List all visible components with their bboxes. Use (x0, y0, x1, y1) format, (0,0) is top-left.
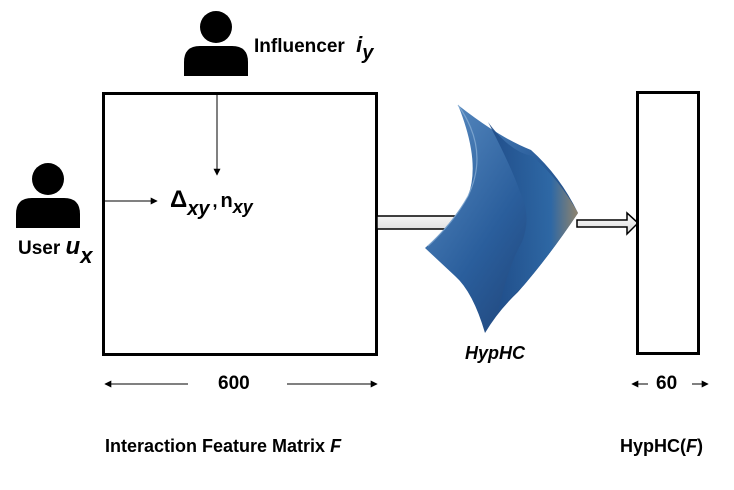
delta-subscript: xy (187, 198, 210, 220)
matrix-caption-text: Interaction Feature Matrix (105, 436, 326, 456)
user-person-icon (16, 163, 80, 228)
influencer-label: Influencer iy (254, 32, 373, 65)
matrix-width-label: 600 (218, 373, 250, 394)
output-box (636, 91, 700, 355)
output-caption: HypHC(F) (620, 436, 703, 457)
hyphc-model-shape (425, 104, 578, 333)
delta-symbol: Δ (170, 186, 188, 213)
user-label: User ux (18, 233, 92, 269)
output-caption-prefix: HypHC( (620, 436, 686, 456)
n-subscript: xy (232, 197, 253, 217)
influencer-symbol: i (356, 32, 363, 57)
matrix-caption-symbol: F (330, 436, 342, 456)
output-width-label: 60 (656, 373, 678, 394)
influencer-subscript: y (362, 42, 374, 64)
output-caption-suffix: ) (697, 436, 703, 456)
interaction-matrix-box (102, 92, 378, 356)
entry-separator: , (212, 191, 218, 211)
user-label-text: User (18, 238, 61, 259)
model-label: HypHC (465, 343, 526, 363)
influencer-person-icon (184, 11, 248, 76)
influencer-label-text: Influencer (254, 36, 345, 57)
matrix-entry-label: Δxy,nxy (170, 186, 253, 221)
user-subscript: x (80, 243, 93, 268)
matrix-caption: Interaction Feature Matrix F (105, 436, 341, 457)
user-symbol: u (65, 233, 81, 260)
output-caption-symbol: F (686, 436, 697, 456)
model-to-output-arrow (576, 211, 640, 236)
n-symbol: n (220, 190, 233, 212)
